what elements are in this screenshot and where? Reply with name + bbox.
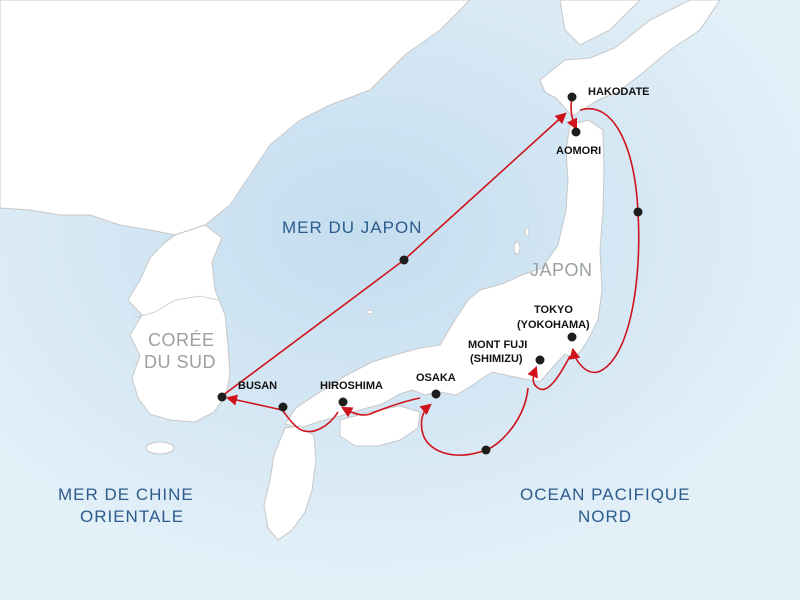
port-dot-busan-small[interactable] [278, 402, 288, 412]
port-dot-hiroshima[interactable] [338, 397, 348, 407]
sea-label-pacific-1: OCEAN PACIFIQUE [520, 485, 691, 504]
country-label-japan: JAPON [530, 260, 593, 280]
honshu-island [284, 119, 605, 429]
port-dot-fuji[interactable] [535, 355, 545, 365]
port-label-tokyo-1: TOKYO [534, 304, 573, 316]
port-label-tokyo-2: (YOKOHAMA) [517, 319, 590, 331]
port-label-hakodate: HAKODATE [588, 86, 650, 98]
mainland-landmass [0, 0, 471, 236]
jeju-island [145, 441, 175, 455]
sea-label-china-1: MER DE CHINE [58, 485, 194, 504]
korea-peninsula [127, 224, 231, 423]
small-island-2 [524, 227, 530, 237]
route-osaka-hiroshima [341, 397, 421, 418]
small-island-3 [366, 309, 374, 315]
china-korea-border [149, 224, 206, 236]
sea-label-japan: MER DU JAPON [282, 218, 422, 237]
sakhalin-island [559, 0, 641, 46]
route-fuji-osaka [419, 387, 529, 456]
country-label-korea-1: CORÉE [148, 330, 215, 350]
sea-label-pacific-2: NORD [578, 507, 632, 526]
port-dot-osaka[interactable] [431, 389, 441, 399]
port-label-fuji-2: (SHIMIZU) [470, 353, 523, 365]
port-label-fuji-1: MONT FUJI [468, 339, 527, 351]
sea-label-china-2: ORIENTALE [80, 507, 184, 526]
port-dot-hakodate[interactable] [567, 92, 577, 102]
port-label-aomori: AOMORI [556, 145, 601, 157]
route-tokyo-fuji [527, 355, 571, 391]
route-hiroshima-busan [225, 394, 339, 433]
port-dot-aomori[interactable] [571, 127, 581, 137]
small-island-1 [513, 241, 521, 255]
port-label-busan: BUSAN [238, 380, 277, 392]
route-waypoint [633, 207, 643, 217]
port-dot-busan[interactable] [217, 392, 227, 402]
kyushu-island [263, 425, 317, 541]
port-dot-tokyo[interactable] [567, 332, 577, 342]
hokkaido-island [539, 0, 721, 117]
port-label-hiroshima: HIROSHIMA [320, 380, 383, 392]
route-aomori-tokyo [569, 107, 640, 374]
route-waypoint [481, 445, 491, 455]
port-label-osaka: OSAKA [416, 372, 456, 384]
route-waypoint [399, 255, 409, 265]
country-label-korea-2: DU SUD [144, 352, 216, 372]
korea-border [133, 295, 219, 319]
